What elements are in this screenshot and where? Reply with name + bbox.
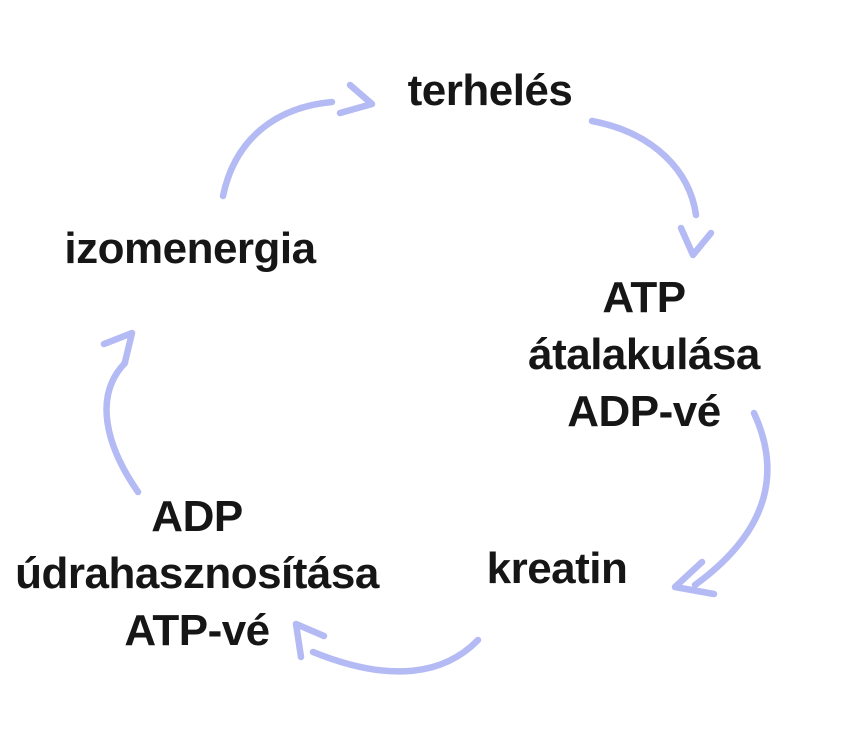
arrow-terheles-to-atp <box>588 117 715 259</box>
arrow-head-icon <box>677 224 715 259</box>
arrow-izomenergia-to-terheles <box>219 81 376 200</box>
arrow-shaft <box>103 359 142 496</box>
node-terheles: terhelés <box>407 66 573 115</box>
arrow-atp-to-kreatin <box>671 409 771 598</box>
arrow-head-icon <box>100 329 136 366</box>
arrow-head-icon <box>336 81 376 117</box>
arrow-shaft <box>691 409 771 589</box>
node-kreatin: kreatin <box>486 544 628 593</box>
arrow-kreatin-to-adp <box>292 620 482 675</box>
arrow-shaft <box>588 117 700 219</box>
arrow-head-icon <box>292 620 328 661</box>
node-adp-ujrahasznositasa: ADP údrahasznosítása ATP-vé <box>15 492 379 656</box>
arrow-head-icon <box>671 558 718 598</box>
node-izomenergia: izomenergia <box>64 224 316 273</box>
node-atp-atalakulasa: ATP átalakulása ADP-vé <box>528 273 760 437</box>
arrow-adp-to-izomenergia <box>100 329 142 496</box>
arrow-shaft <box>309 636 482 675</box>
arrow-shaft <box>219 98 336 200</box>
